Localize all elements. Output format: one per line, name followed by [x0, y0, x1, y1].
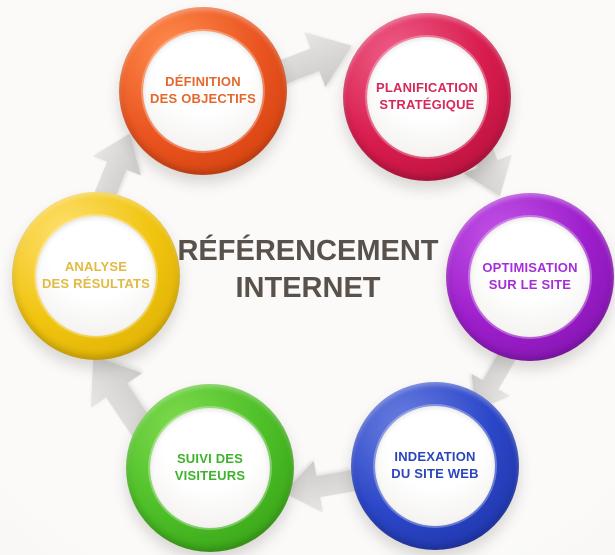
step-label: SUIVI DES VISITEURS: [174, 451, 246, 483]
step-planification-strategique: PLANIFICATION STRATÉGIQUE: [343, 13, 511, 181]
step-indexation-du-site-web: INDEXATION DU SITE WEB: [351, 382, 519, 550]
step-suivi-des-visiteurs: SUIVI DES VISITEURS: [126, 384, 294, 552]
step-inner-disc: INDEXATION DU SITE WEB: [375, 406, 495, 526]
step-label: ANALYSE DES RÉSULTATS: [41, 259, 151, 291]
step-inner-disc: ANALYSE DES RÉSULTATS: [36, 216, 156, 336]
step-label: OPTIMISATION SUR LE SITE: [482, 260, 578, 292]
step-label: PLANIFICATION STRATÉGIQUE: [375, 80, 479, 112]
step-definition-des-objectifs: DÉFINITION DES OBJECTIFS: [119, 7, 287, 175]
step-inner-disc: PLANIFICATION STRATÉGIQUE: [367, 37, 487, 157]
step-inner-disc: DÉFINITION DES OBJECTIFS: [143, 31, 263, 151]
step-label: DÉFINITION DES OBJECTIFS: [150, 74, 256, 106]
step-inner-disc: SUIVI DES VISITEURS: [150, 408, 270, 528]
step-analyse-des-resultats: ANALYSE DES RÉSULTATS: [12, 192, 180, 360]
step-optimisation-sur-le-site: OPTIMISATION SUR LE SITE: [446, 193, 614, 361]
cycle-title: RÉFÉRENCEMENT INTERNET: [177, 235, 439, 304]
step-label: INDEXATION DU SITE WEB: [391, 449, 479, 481]
step-inner-disc: OPTIMISATION SUR LE SITE: [470, 217, 590, 337]
